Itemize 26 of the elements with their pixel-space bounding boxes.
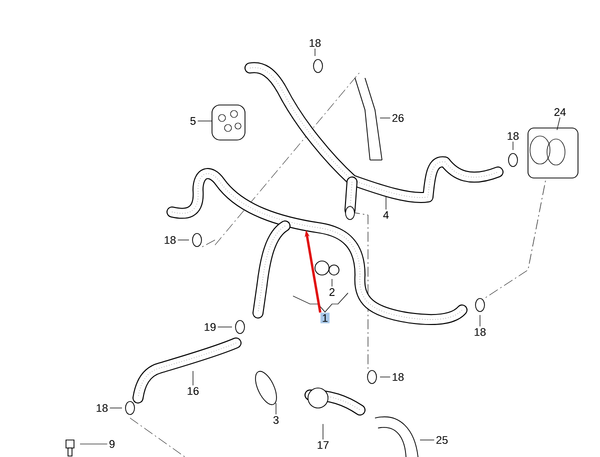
callout-number: 9 [109, 440, 115, 448]
leader-line [314, 48, 316, 56]
callout-number: 2 [330, 288, 334, 296]
leader-line [218, 326, 232, 328]
callout-number: 18 [508, 132, 519, 140]
callout-number: 18 [392, 373, 404, 381]
callout-number: 4 [383, 211, 389, 219]
callout-number: 25 [436, 436, 448, 444]
callout-number: 26 [392, 114, 404, 122]
callout-number: 18 [474, 328, 486, 336]
callout-number: 19 [204, 323, 216, 331]
callout-number: 5 [190, 117, 196, 125]
leader-line [197, 120, 212, 122]
leader-line [322, 424, 324, 440]
callout-number: 3 [273, 416, 279, 424]
callout-number: 16 [188, 387, 199, 395]
callout-number: 24 [554, 108, 566, 116]
callout-number: 18 [164, 236, 176, 244]
leader-line [512, 141, 514, 150]
callout-number: 18 [310, 39, 321, 47]
leader-line [556, 117, 560, 130]
callout-number: 18 [96, 404, 108, 412]
leader-line [192, 370, 194, 386]
leader-line [380, 376, 390, 378]
callout-number: 1 [320, 312, 330, 324]
callout-number: 17 [318, 441, 329, 449]
